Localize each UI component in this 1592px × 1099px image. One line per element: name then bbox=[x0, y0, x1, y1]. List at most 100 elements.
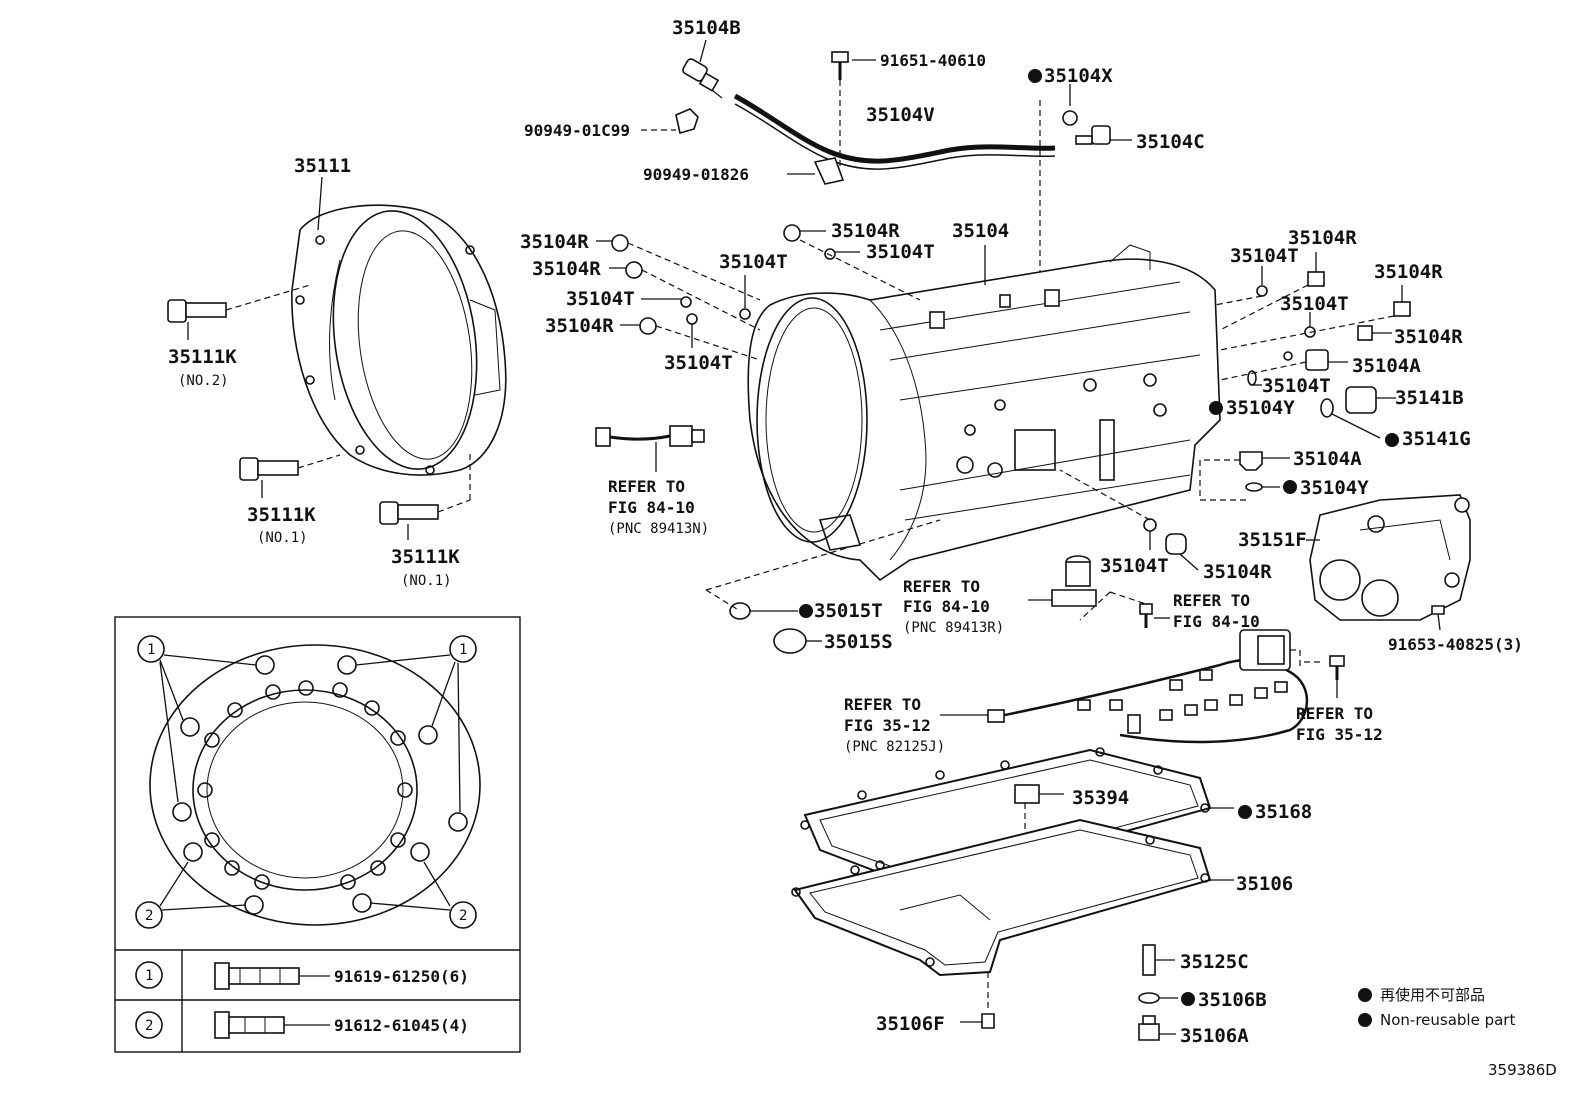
label-35104r: 35104R bbox=[1394, 326, 1463, 348]
label-35104r: 35104R bbox=[545, 315, 614, 337]
label-35104a: 35104A bbox=[1293, 448, 1362, 470]
ref-note-line: FIG 84-10 bbox=[608, 498, 695, 517]
label-35104x: 35104X bbox=[1044, 65, 1113, 87]
nonreusable-dot bbox=[799, 604, 813, 618]
label-35104v: 35104V bbox=[866, 104, 935, 126]
table-row-part: 91619-61250(6) bbox=[334, 967, 469, 986]
label-35104b: 35104B bbox=[672, 17, 741, 39]
callout-2: 2 bbox=[459, 908, 467, 924]
label-35104r: 35104R bbox=[831, 220, 900, 242]
label-35104t: 35104T bbox=[566, 288, 635, 310]
dipstick-group bbox=[641, 39, 1132, 340]
label-35168: 35168 bbox=[1255, 801, 1312, 823]
legend-dot bbox=[1358, 1013, 1372, 1027]
nonreusable-dot bbox=[1238, 805, 1252, 819]
ref-note-line: FIG 35-12 bbox=[844, 716, 931, 735]
label-91653-40825: 91653-40825(3) bbox=[1388, 635, 1523, 654]
table-row-num: 2 bbox=[145, 1018, 153, 1034]
nonreusable-dot bbox=[1283, 480, 1297, 494]
ref-note-line: REFER TO bbox=[903, 577, 980, 596]
table-row-num: 1 bbox=[145, 968, 153, 984]
label-35106a: 35106A bbox=[1180, 1025, 1249, 1047]
label-35106f: 35106F bbox=[876, 1013, 945, 1035]
label-35141g: 35141G bbox=[1402, 428, 1471, 450]
ref-note-line: REFER TO bbox=[1173, 591, 1250, 610]
legend-jp: 再使用不可部品 bbox=[1380, 986, 1485, 1004]
drain-plug bbox=[1138, 944, 1178, 1041]
lower-plugs bbox=[1059, 469, 1199, 571]
legend: 再使用不可部品 Non-reusable part bbox=[1380, 986, 1515, 1029]
left-fittings bbox=[596, 224, 921, 361]
ref-note-line: REFER TO bbox=[1296, 704, 1373, 723]
ref-note-line: (PNC 82125J) bbox=[844, 739, 945, 755]
transmission-case bbox=[747, 244, 1221, 582]
nonreusable-dot bbox=[1181, 992, 1195, 1006]
callout-2: 2 bbox=[145, 908, 153, 924]
label-35106b: 35106B bbox=[1198, 989, 1267, 1011]
bell-housing bbox=[291, 176, 507, 476]
label-35015s: 35015S bbox=[824, 631, 893, 653]
ref-note-line: FIG 84-10 bbox=[1173, 612, 1260, 631]
oil-pan bbox=[791, 747, 1234, 1029]
label-35111k: 35111K bbox=[247, 504, 316, 526]
label-35104c: 35104C bbox=[1136, 131, 1205, 153]
label-35015t: 35015T bbox=[814, 600, 883, 622]
label-35106: 35106 bbox=[1236, 873, 1293, 895]
ref-note-line: (PNC 89413N) bbox=[608, 521, 709, 537]
label-35104y: 35104Y bbox=[1300, 477, 1369, 499]
label-35104t: 35104T bbox=[1262, 375, 1331, 397]
label-35111k: 35111K bbox=[168, 346, 237, 368]
legend-en: Non-reusable part bbox=[1380, 1011, 1515, 1029]
ref-note-line: REFER TO bbox=[844, 695, 921, 714]
part-labels: 35104B 91651-40610 35104X 90949-01C99 35… bbox=[168, 17, 1523, 1047]
wire-harness bbox=[940, 629, 1345, 744]
label-35104t: 35104T bbox=[866, 241, 935, 263]
plug-35015 bbox=[705, 519, 941, 654]
table-row-part: 91612-61045(4) bbox=[334, 1016, 469, 1035]
label-35104r: 35104R bbox=[532, 258, 601, 280]
diagram-id: 359386D bbox=[1488, 1061, 1557, 1079]
label-90949-01826: 90949-01826 bbox=[643, 165, 749, 184]
nonreusable-dot bbox=[1385, 433, 1399, 447]
label-35104y: 35104Y bbox=[1226, 397, 1295, 419]
label-35111k-sub: (NO.2) bbox=[178, 373, 229, 389]
label-35104r: 35104R bbox=[1203, 561, 1272, 583]
label-35111k-sub: (NO.1) bbox=[257, 530, 308, 546]
inset-texts: 1 1 2 2 1 91619-61250(6) 2 91612-61045(4… bbox=[145, 642, 469, 1035]
label-35141b: 35141B bbox=[1395, 387, 1464, 409]
reference-notes: REFER TO FIG 84-10 (PNC 89413N) REFER TO… bbox=[608, 477, 1383, 755]
label-35104r: 35104R bbox=[1288, 227, 1357, 249]
label-35104a: 35104A bbox=[1352, 355, 1421, 377]
label-35104t: 35104T bbox=[719, 251, 788, 273]
label-35394: 35394 bbox=[1072, 787, 1129, 809]
ref-note-line: (PNC 89413R) bbox=[903, 620, 1004, 636]
label-35111k: 35111K bbox=[391, 546, 460, 568]
sensor-89413n bbox=[595, 425, 705, 472]
label-35104t: 35104T bbox=[1230, 245, 1299, 267]
callout-1: 1 bbox=[459, 642, 467, 658]
legend-dot bbox=[1358, 988, 1372, 1002]
cover-35151f bbox=[1306, 494, 1471, 631]
ref-note-line: FIG 84-10 bbox=[903, 597, 990, 616]
sensor-89413r bbox=[1028, 555, 1170, 628]
label-35104r: 35104R bbox=[1374, 261, 1443, 283]
nonreusable-dot bbox=[1028, 69, 1042, 83]
label-35104t: 35104T bbox=[664, 352, 733, 374]
callout-1: 1 bbox=[147, 642, 155, 658]
right-fittings bbox=[1199, 252, 1411, 501]
label-90949-01c99: 90949-01C99 bbox=[524, 121, 630, 140]
label-35111k-sub: (NO.1) bbox=[401, 573, 452, 589]
nonreusable-dot bbox=[1209, 401, 1223, 415]
ref-note-line: FIG 35-12 bbox=[1296, 725, 1383, 744]
label-91651-40610: 91651-40610 bbox=[880, 51, 986, 70]
label-35111: 35111 bbox=[294, 155, 351, 177]
label-35104r: 35104R bbox=[520, 231, 589, 253]
label-35104: 35104 bbox=[952, 220, 1009, 242]
label-35104t: 35104T bbox=[1280, 293, 1349, 315]
bolts-35111k bbox=[167, 284, 471, 540]
ref-note-line: REFER TO bbox=[608, 477, 685, 496]
inset-panel bbox=[114, 616, 521, 1053]
label-35125c: 35125C bbox=[1180, 951, 1249, 973]
label-35104t: 35104T bbox=[1100, 555, 1169, 577]
